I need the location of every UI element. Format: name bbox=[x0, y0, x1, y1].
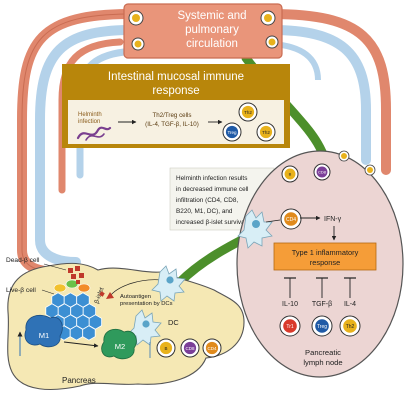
immune-cell-treg: Treg bbox=[311, 315, 333, 337]
systemic-circulation-box: Systemic and pulmonary circulation bbox=[123, 3, 283, 59]
immune-cell-treg: Treg bbox=[222, 122, 242, 142]
lymph-node-label-line1: Pancreatic bbox=[305, 348, 341, 357]
circulating-cell bbox=[131, 37, 145, 51]
immune-cell-tr1: Tr1 bbox=[279, 315, 301, 337]
helminth-label-line2: infection bbox=[78, 119, 100, 125]
note-line4: B220, M1, DC), and bbox=[176, 208, 233, 215]
cytokine-label: IL-4 bbox=[344, 301, 356, 308]
type1-response-line1: Type 1 inflammatory bbox=[292, 248, 359, 257]
immune-cell-th2: Th2 bbox=[339, 315, 361, 337]
beta-cell-hexagon bbox=[82, 325, 96, 341]
immune-cell-cd4: CD4 bbox=[202, 338, 222, 358]
intestinal-title-line1: Intestinal mucosal immune bbox=[108, 71, 244, 83]
systemic-title-line1: Systemic and bbox=[177, 10, 246, 22]
pancreas-immune-cells: B CD8 CD4 bbox=[156, 338, 222, 358]
immune-cell-b: B bbox=[156, 338, 176, 358]
systemic-title-line2: pulmonary bbox=[185, 24, 239, 36]
lymph-cytokines: IL-10 TGF-β IL-4 bbox=[282, 301, 356, 308]
immune-cell-label: Th2 bbox=[346, 324, 355, 330]
type1-response-line2: response bbox=[310, 258, 340, 267]
autoantigen-label-line1: Autoantigen bbox=[120, 294, 151, 300]
immune-cell-label: CD8 bbox=[318, 170, 327, 175]
immune-cell-b: B bbox=[281, 165, 299, 183]
lymph-node-label-line2: lymph node bbox=[303, 358, 342, 367]
m1-macrophage: M1 bbox=[24, 314, 63, 348]
immune-cell-label: CD4 bbox=[286, 217, 296, 223]
immune-cell-cd4: CD4 bbox=[280, 208, 302, 230]
note-line1: Helminth infection results bbox=[176, 175, 247, 182]
immune-cell-label: Th2 bbox=[262, 130, 270, 135]
immune-cell-label: CD8 bbox=[185, 346, 194, 351]
lymph-cd4-cell: CD4 bbox=[280, 208, 302, 230]
ifn-gamma-label: IFN-γ bbox=[324, 216, 342, 223]
circulating-cell bbox=[260, 10, 276, 26]
autoantigen-label-line2: presentation by DCs bbox=[120, 301, 173, 307]
note-line5: increased β-islet survival bbox=[176, 219, 246, 226]
live-beta-cell bbox=[77, 283, 91, 293]
m2-label: M2 bbox=[115, 342, 126, 351]
intestinal-response-box: Intestinal mucosal immune response Helmi… bbox=[62, 64, 290, 148]
immune-cell-th2: Th2 bbox=[238, 102, 258, 122]
pancreatic-lymph-node: B CD8 CD4 IFN-γ Type 1 inflammatory respo… bbox=[236, 150, 404, 378]
pancreas-label: Pancreas bbox=[62, 376, 96, 385]
helminth-label-line1: Helminth bbox=[78, 112, 102, 118]
immune-cell-th2: Th2 bbox=[256, 122, 276, 142]
immune-cell-label: Treg bbox=[317, 324, 327, 330]
intestinal-title-line2: response bbox=[152, 85, 199, 97]
m1-label: M1 bbox=[39, 331, 50, 340]
cytokine-label: IL-10 bbox=[282, 301, 298, 308]
live-beta-cell-label: Live-β cell bbox=[6, 287, 36, 294]
dc-label: DC bbox=[168, 318, 179, 327]
systemic-title-line3: circulation bbox=[186, 38, 238, 50]
immune-cell-cd8: CD8 bbox=[313, 163, 331, 181]
m2-macrophage: M2 bbox=[101, 328, 137, 360]
dead-beta-cells bbox=[68, 266, 105, 297]
right-vein-vessel bbox=[267, 25, 371, 165]
immune-cell-label: Th2 bbox=[244, 110, 252, 115]
immune-cell-label: CD4 bbox=[207, 346, 216, 351]
circulating-cell bbox=[265, 35, 279, 49]
immune-cell-label: B bbox=[289, 172, 292, 177]
right-artery-vessel bbox=[267, 9, 391, 175]
helminth-worm-icon bbox=[76, 126, 112, 140]
note-line2: in decreased immune cell bbox=[176, 186, 248, 193]
pancreas-dendritic-cell bbox=[151, 265, 186, 302]
beta-cell-hexagon bbox=[69, 325, 84, 341]
note-line3: infiltration (CD4, CD8, bbox=[176, 197, 238, 204]
immune-cell-label: Tr1 bbox=[286, 324, 294, 330]
pancreas: Pancreas β-islet Dead-β cell Live-β cell… bbox=[6, 257, 245, 391]
immune-cell-cd8: CD8 bbox=[180, 338, 200, 358]
lymph-top-cells: B CD8 bbox=[281, 150, 376, 183]
inhibition-lines bbox=[284, 277, 356, 298]
th2-treg-label-line1: Th2/Treg cells bbox=[153, 112, 192, 119]
live-beta-cell bbox=[53, 283, 67, 293]
immune-cell-label: Treg bbox=[227, 130, 237, 135]
cytokine-label: TGF-β bbox=[312, 301, 332, 308]
lymph-bottom-cells: Tr1 Treg Th2 bbox=[279, 315, 361, 337]
dead-beta-cell-label: Dead-β cell bbox=[6, 257, 40, 264]
circulating-cell bbox=[128, 10, 144, 26]
lymph-dendritic-cell bbox=[237, 209, 273, 249]
immune-cell-label: B bbox=[164, 346, 167, 351]
left-vein-vessel bbox=[35, 25, 137, 267]
th2-treg-label-line2: (IL-4, TGF-β, IL-10) bbox=[145, 121, 199, 128]
